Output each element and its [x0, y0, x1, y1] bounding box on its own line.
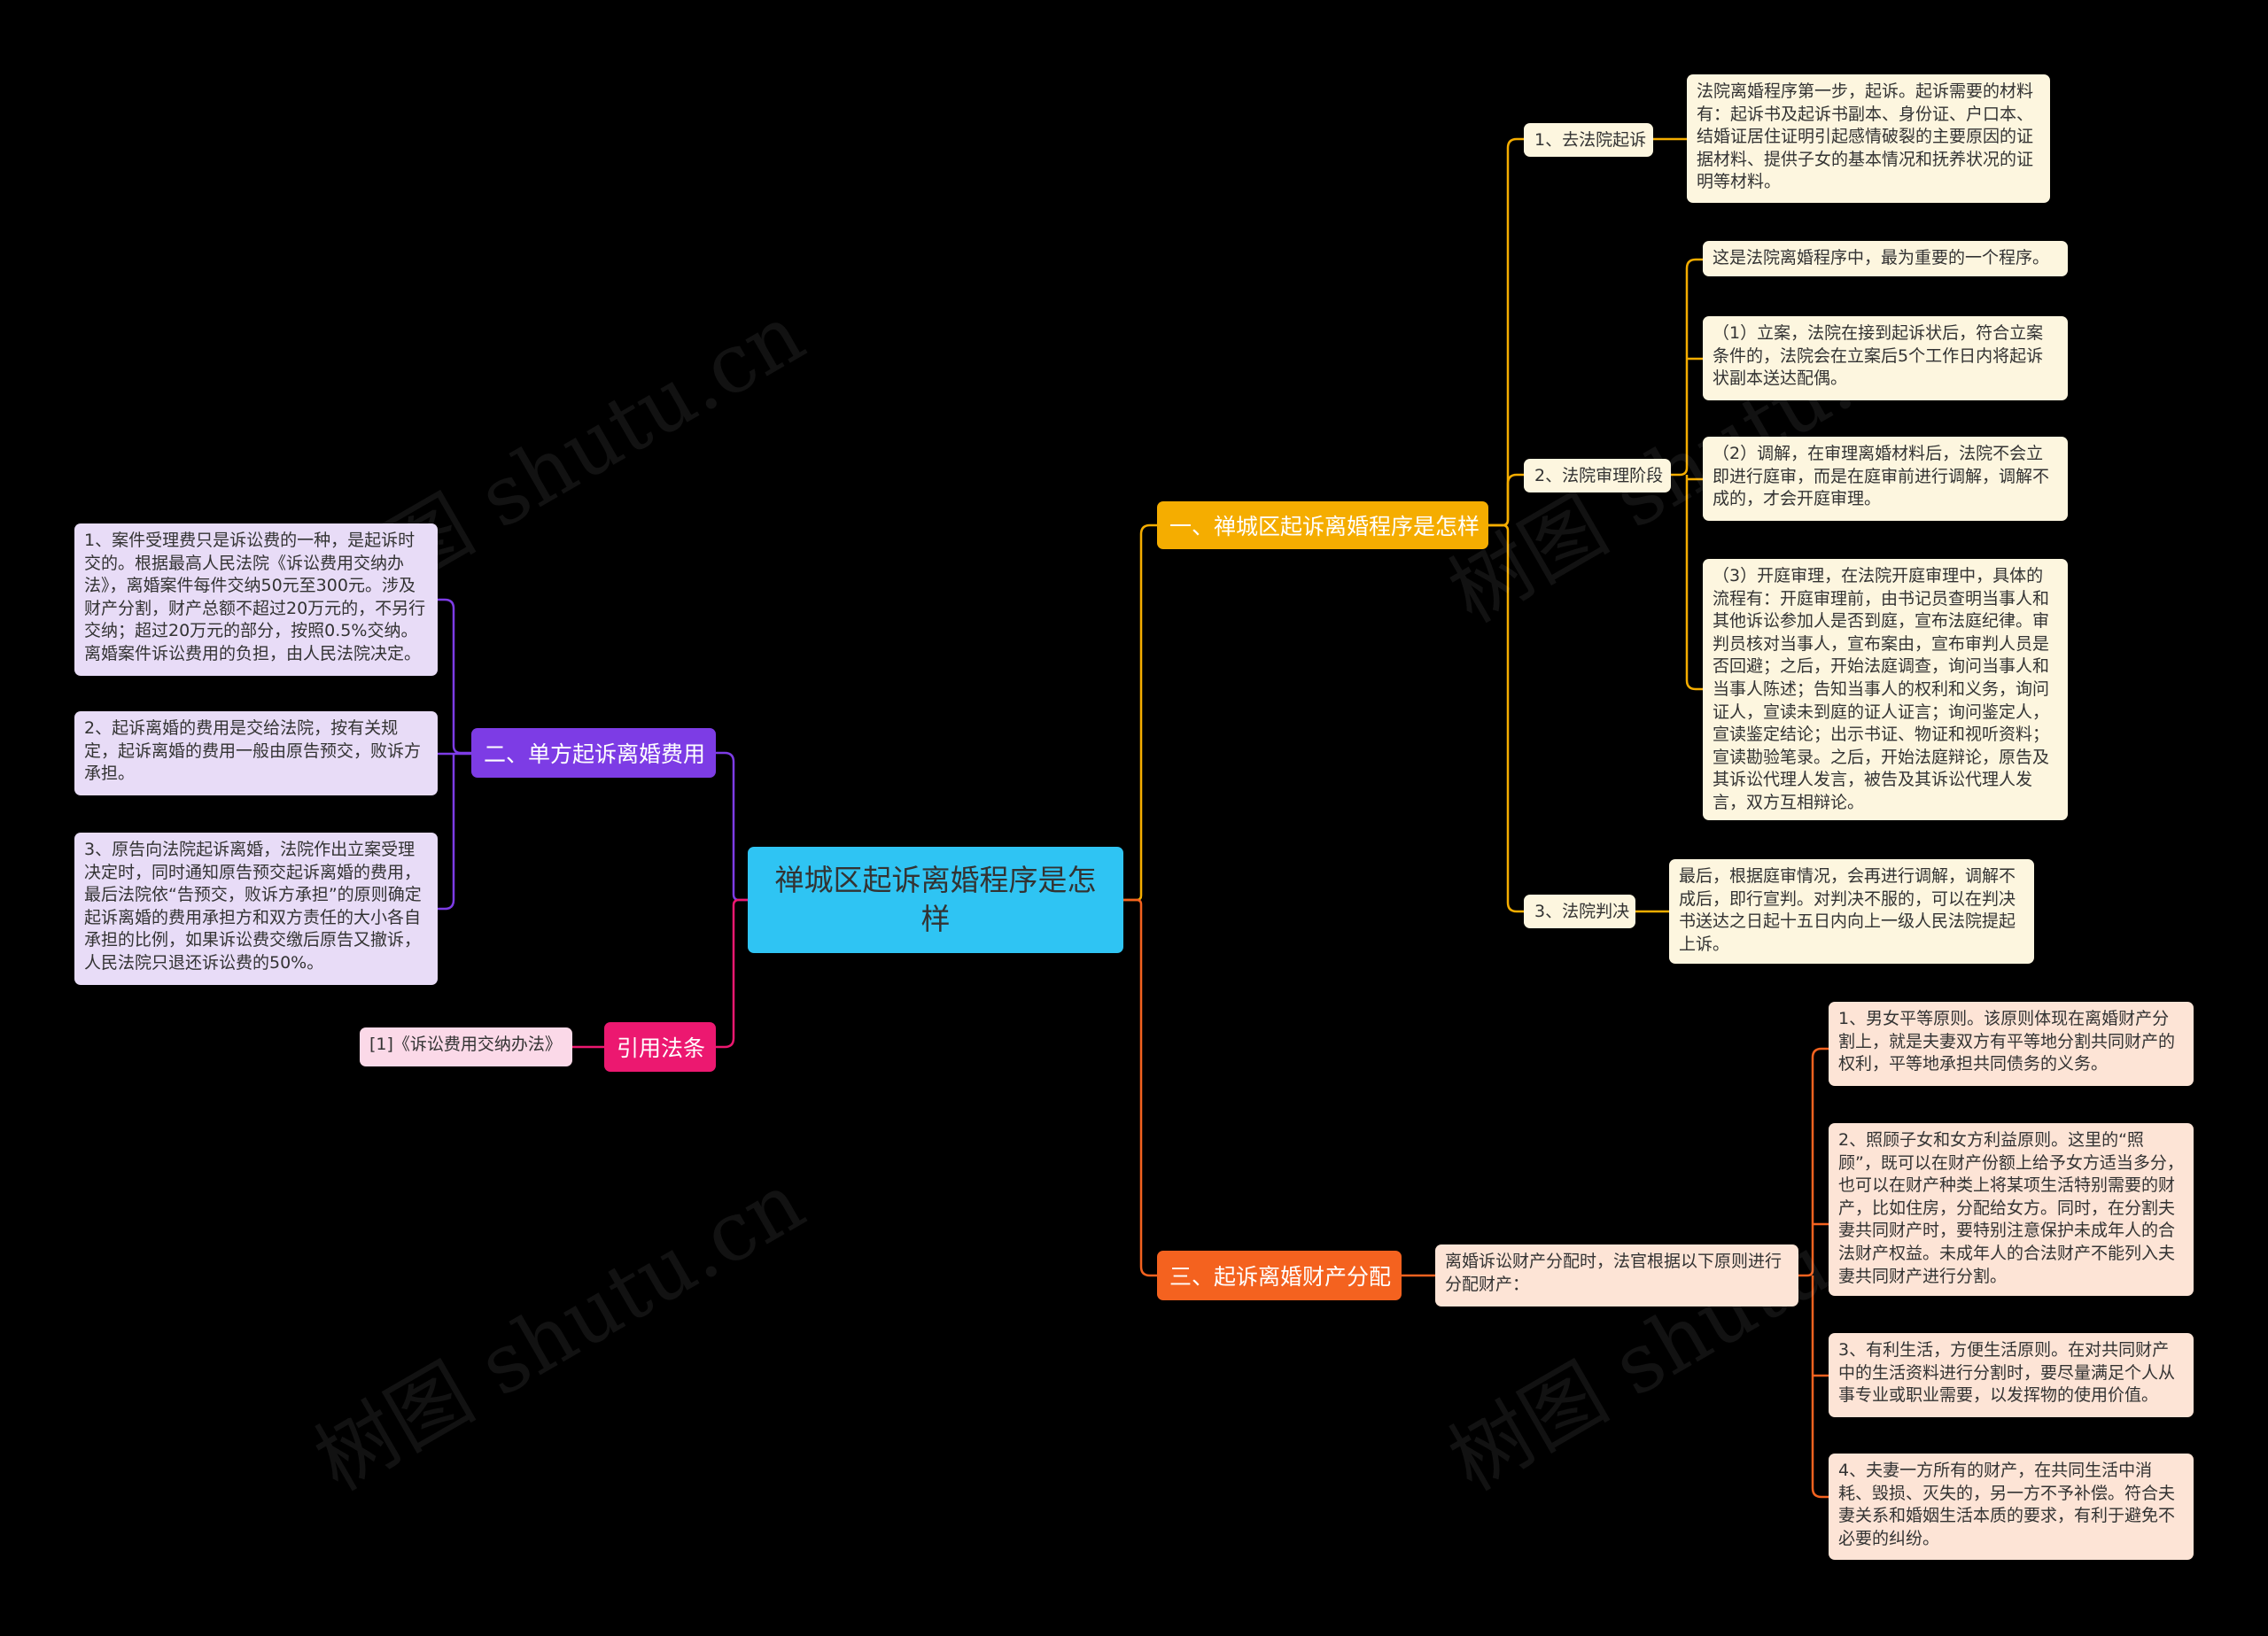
- leaf-property-principle-1: 1、男女平等原则。该原则体现在离婚财产分割上，就是夫妻双方有平等地分割共同财产的…: [1829, 1002, 2194, 1086]
- connector-s2-leaves: [1671, 258, 1703, 691]
- connector-root-b4: [716, 898, 748, 1049]
- branch-property-division[interactable]: 三、起诉离婚财产分配: [1157, 1251, 1402, 1300]
- branch-filing-costs[interactable]: 二、单方起诉离婚费用: [471, 728, 716, 778]
- connector-b1-s1: [1488, 137, 1524, 527]
- leaf-property-principle-4: 4、夫妻一方所有的财产，在共同生活中消耗、毁损、灭失的，另一方不予补偿。符合夫妻…: [1829, 1454, 2194, 1560]
- branch-cited-law[interactable]: 引用法条: [604, 1022, 716, 1072]
- leaf-cited-law-reference: [1]《诉讼费用交纳办法》: [360, 1027, 572, 1066]
- leaf-property-intro: 离婚诉讼财产分配时，法官根据以下原则进行分配财产：: [1435, 1244, 1798, 1306]
- leaf-property-principle-3: 3、有利生活，方便生活原则。在对共同财产中的生活资料进行分割时，要尽量满足个人从…: [1829, 1333, 2194, 1417]
- connector-root-b2: [716, 751, 748, 902]
- leaf-costs-prepayment: 3、原告向法院起诉离婚，法院作出立案受理决定时，同时通知原告预交起诉离婚的费用，…: [74, 833, 438, 985]
- connector-b1-s2: [1488, 473, 1524, 527]
- connector-root-b1: [1123, 523, 1157, 902]
- branch-court-procedure[interactable]: 一、禅城区起诉离婚程序是怎样: [1157, 501, 1488, 549]
- leaf-trial-importance: 这是法院离婚程序中，最为重要的一个程序。: [1703, 241, 2068, 276]
- sub-court-trial-stage[interactable]: 2、法院审理阶段: [1524, 459, 1671, 492]
- sub-court-judgment[interactable]: 3、法院判决: [1524, 895, 1635, 928]
- sub-file-lawsuit[interactable]: 1、去法院起诉: [1524, 123, 1653, 157]
- connector-intro-leaves: [1798, 1047, 1829, 1499]
- leaf-property-principle-2: 2、照顾子女和女方利益原则。这里的“照顾”，既可以在财产份额上给予女方适当多分，…: [1829, 1123, 2194, 1296]
- root-topic[interactable]: 禅城区起诉离婚程序是怎样: [748, 847, 1123, 953]
- leaf-trial-hearing: （3）开庭审理，在法院开庭审理中，具体的流程有：开庭审理前，由书记员查明当事人和…: [1703, 559, 2068, 820]
- leaf-trial-filing: （1）立案，法院在接到起诉状后，符合立案条件的，法院会在立案后5个工作日内将起诉…: [1703, 316, 2068, 400]
- leaf-judgment-appeal: 最后，根据庭审情况，会再进行调解，调解不成后，即行宣判。对判决不服的，可以在判决…: [1669, 859, 2034, 964]
- leaf-trial-mediation: （2）调解，在审理离婚材料后，法院不会立即进行庭审，而是在庭审前进行调解，调解不…: [1703, 437, 2068, 521]
- leaf-costs-acceptance-fee: 1、案件受理费只是诉讼费的一种，是起诉时交的。根据最高人民法院《诉讼费用交纳办法…: [74, 523, 438, 676]
- connector-b2-leaves: [438, 598, 471, 911]
- leaf-file-lawsuit-materials: 法院离婚程序第一步，起诉。起诉需要的材料有：起诉书及起诉书副本、身份证、户口本、…: [1687, 74, 2050, 203]
- connector-b1-s3: [1488, 523, 1524, 913]
- connector-root-b3: [1123, 898, 1157, 1277]
- leaf-costs-who-pays: 2、起诉离婚的费用是交给法院，按有关规定，起诉离婚的费用一般由原告预交，败诉方承…: [74, 711, 438, 795]
